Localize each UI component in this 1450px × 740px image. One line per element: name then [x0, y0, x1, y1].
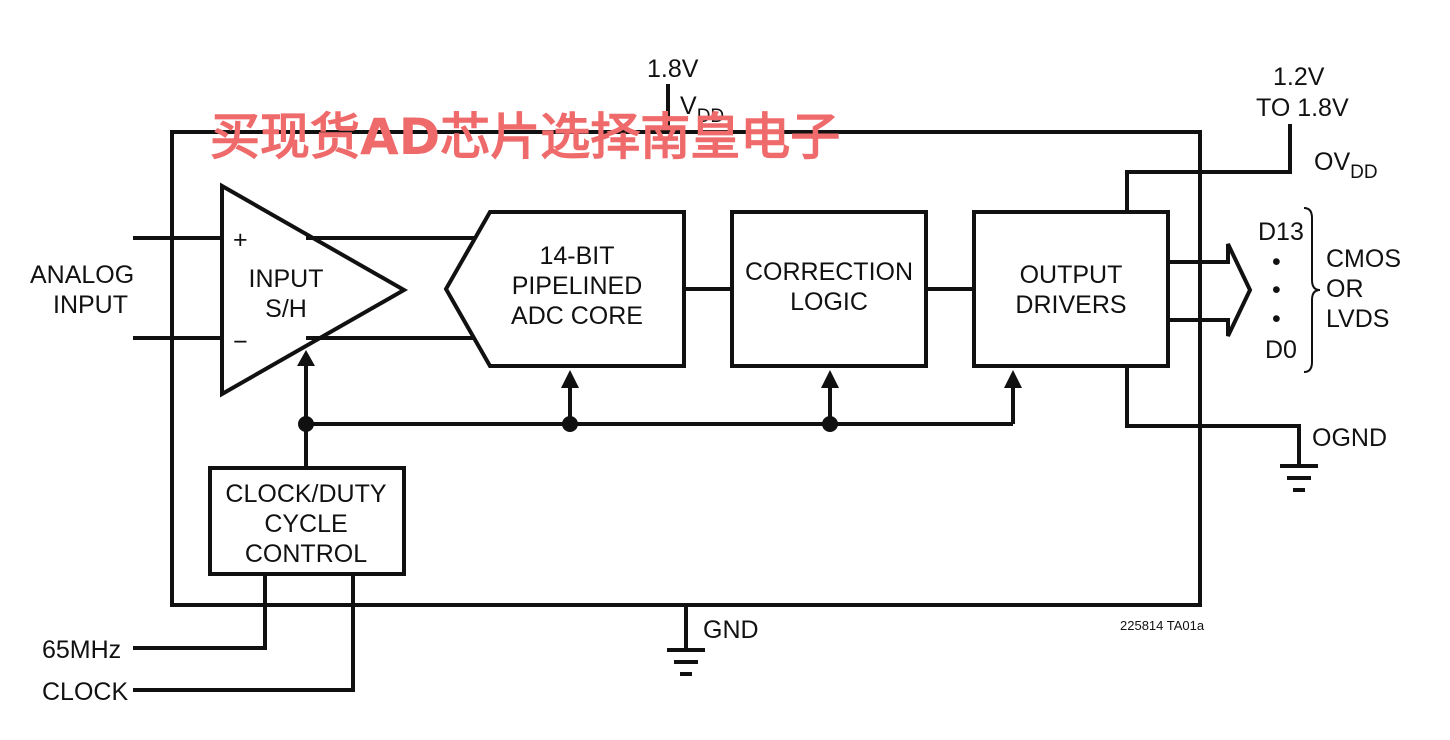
ovdd-voltage-label-2: TO 1.8V	[1256, 94, 1349, 122]
adc-label-3: ADC CORE	[511, 302, 643, 330]
junction-dot-sh	[298, 416, 314, 432]
ovdd-supply-line	[1125, 124, 1292, 210]
sh-label-2: S/H	[265, 295, 307, 323]
vdd-pin-label: VDD	[680, 92, 724, 127]
clock-to-adc-arrow	[561, 370, 579, 388]
correction-label-2: LOGIC	[790, 288, 868, 316]
gnd-ground-icon	[667, 648, 705, 676]
output-format-label-2: OR	[1326, 275, 1364, 303]
output-msb-label: D13	[1258, 218, 1304, 246]
output-bus-arrow	[1168, 243, 1253, 337]
output-label-2: DRIVERS	[1015, 291, 1126, 319]
clock-to-output-arrow	[1004, 370, 1022, 388]
output-dot-1: •	[1272, 248, 1281, 276]
sh-plus-sign: +	[233, 226, 248, 254]
clock-to-correction-arrow	[821, 370, 839, 388]
ovdd-voltage-label-1: 1.2V	[1273, 63, 1325, 91]
adc-label-1: 14-BIT	[539, 242, 614, 270]
adc-label-2: PIPELINED	[512, 272, 643, 300]
output-brace	[1303, 207, 1321, 373]
sh-label-1: INPUT	[249, 265, 324, 293]
clock-to-sh-arrow	[297, 350, 315, 366]
output-dot-2: •	[1272, 276, 1281, 304]
vdd-voltage-label: 1.8V	[647, 55, 699, 83]
ognd-ground-icon	[1280, 464, 1318, 492]
clock-input-label-1: 65MHz	[42, 636, 121, 664]
clock-block-label-3: CONTROL	[245, 540, 367, 568]
output-format-label-1: CMOS	[1326, 245, 1401, 273]
clock-input-line-2	[133, 574, 355, 692]
output-dot-3: •	[1272, 305, 1281, 333]
adc-core-block	[443, 210, 686, 368]
clock-duty-cycle-block	[208, 466, 406, 576]
output-drivers-block	[972, 210, 1170, 368]
clock-block-label-1: CLOCK/DUTY	[225, 480, 386, 508]
output-format-label-3: LVDS	[1326, 305, 1389, 333]
gnd-label: GND	[703, 616, 759, 644]
ognd-label: OGND	[1312, 424, 1387, 452]
analog-input-label-2: INPUT	[53, 291, 128, 319]
correction-logic-block	[730, 210, 928, 368]
clock-input-label-2: CLOCK	[42, 678, 128, 706]
ognd-line	[1125, 366, 1301, 466]
output-lsb-label: D0	[1265, 336, 1297, 364]
junction-dot-correction	[822, 416, 838, 432]
figure-id: 225814 TA01a	[1120, 618, 1205, 633]
ovdd-pin-label: OVDD	[1314, 148, 1378, 183]
watermark: 买现货AD芯片选择南皇电子	[210, 108, 840, 166]
sh-minus-sign: −	[233, 328, 248, 356]
clock-input-line-1	[133, 574, 267, 650]
junction-dot-adc	[562, 416, 578, 432]
analog-input-label-1: ANALOG	[30, 261, 134, 289]
correction-label-1: CORRECTION	[745, 258, 913, 286]
clock-block-label-2: CYCLE	[264, 510, 347, 538]
output-label-1: OUTPUT	[1020, 261, 1123, 289]
